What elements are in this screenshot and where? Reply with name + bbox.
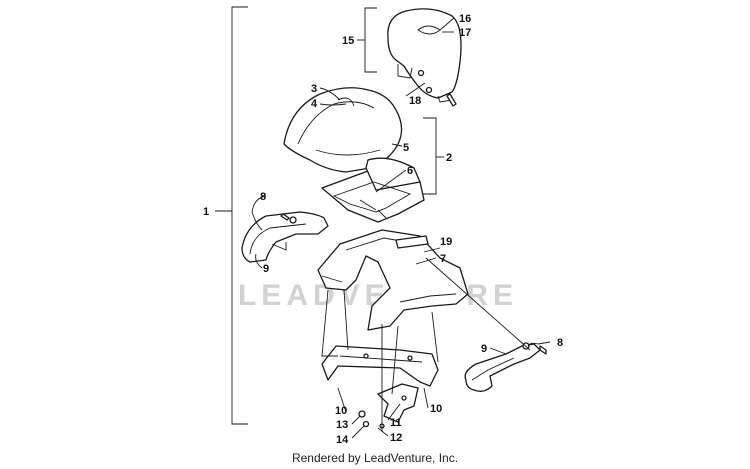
callout-labels: 1 2 3 4 5 6 7 8 8 9 9 10 10 11 12 13 14 … <box>203 13 563 446</box>
leader-lines <box>251 17 551 439</box>
bracket-group-15 <box>357 7 377 73</box>
assembly-lines <box>321 289 439 432</box>
bracket-group-1 <box>215 6 248 425</box>
mount-bracket-upper <box>321 345 439 387</box>
callout-5: 5 <box>403 142 409 154</box>
callout-8-left: 8 <box>260 191 266 203</box>
callout-8-right: 8 <box>557 337 563 349</box>
fastener-stack <box>358 410 385 429</box>
callout-19: 19 <box>440 236 452 248</box>
seat-base <box>321 157 425 223</box>
footer-credit: Rendered by LeadVenture, Inc. <box>291 451 459 465</box>
rear-rack-frame <box>317 229 469 331</box>
callout-13: 13 <box>336 419 348 431</box>
callout-18: 18 <box>409 95 421 107</box>
callout-4: 4 <box>311 98 318 110</box>
callout-9-left: 9 <box>263 263 269 275</box>
callout-2: 2 <box>446 152 452 164</box>
callout-10-left: 10 <box>335 405 347 417</box>
grab-handle-right <box>464 342 547 392</box>
mount-bracket-lower <box>377 383 419 423</box>
callout-6: 6 <box>407 165 413 177</box>
callout-15: 15 <box>342 35 354 47</box>
callout-7: 7 <box>440 253 446 265</box>
bracket-group-2 <box>423 117 444 195</box>
seat-cushion <box>283 87 403 173</box>
callout-9-right: 9 <box>481 343 487 355</box>
grab-handle-left <box>241 211 329 263</box>
callout-17: 17 <box>459 27 471 39</box>
callout-11: 11 <box>390 417 402 429</box>
callout-16: 16 <box>459 13 471 25</box>
callout-3: 3 <box>311 83 317 95</box>
callout-12: 12 <box>390 432 402 444</box>
callout-14: 14 <box>336 434 349 446</box>
backrest-pad <box>387 8 462 107</box>
callout-10-right: 10 <box>430 403 442 415</box>
callout-1: 1 <box>203 206 209 218</box>
